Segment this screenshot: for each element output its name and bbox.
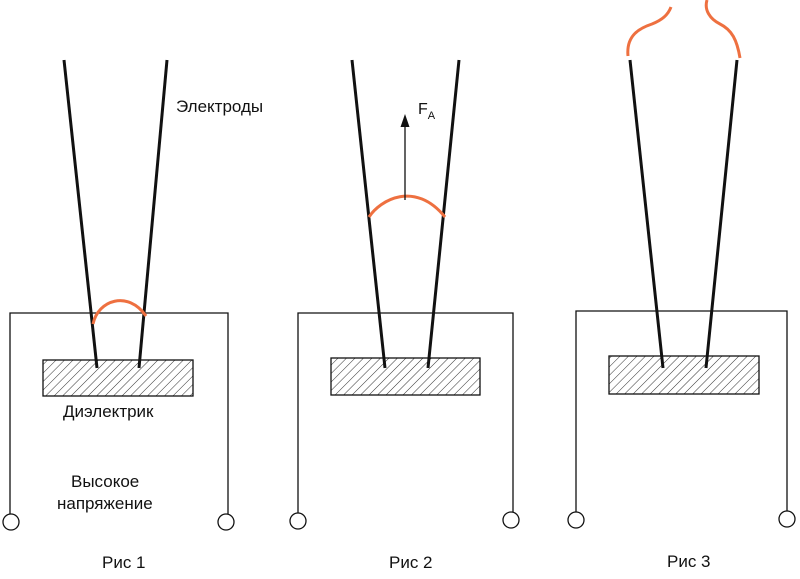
terminal-right [502,511,520,529]
electric-arc [91,299,148,325]
figure-caption: Рис 2 [389,553,433,572]
figure-3: Рис 3 [567,0,796,571]
dielectric-block [330,357,481,396]
circuit-wire [9,312,229,515]
figure-1: Электроды Диэлектрик Высокое напряжение … [2,59,263,572]
electrode-right [704,59,739,369]
terminal-left [289,512,307,530]
dielectric-label: Диэлектрик [63,402,154,421]
broken-arc-left [626,6,673,57]
electrode-left [62,59,99,369]
dielectric-block [42,359,194,397]
terminal-right [778,510,796,528]
high-voltage-label-line2: напряжение [57,494,153,513]
electrode-left [350,59,387,369]
electric-arc [367,194,447,218]
electrode-right [137,59,169,369]
circuit-wire [575,310,788,515]
figure-caption: Рис 3 [667,552,711,571]
force-symbol: F [418,101,428,118]
electrode-left [628,59,665,369]
figure-caption: Рис 1 [102,553,146,572]
high-voltage-label-line1: Высокое [71,472,139,491]
force-arrow [400,114,410,200]
force-subscript: A [428,110,436,122]
electrodes-label: Электроды [176,97,263,116]
terminal-left [2,513,20,531]
circuit-wire [297,312,514,515]
dielectric-block [608,355,760,395]
terminal-left [567,511,585,529]
force-label: FA [418,101,436,122]
terminal-right [217,513,235,531]
figure-2: FA Рис 2 [289,59,520,572]
broken-arc-right [704,0,742,59]
